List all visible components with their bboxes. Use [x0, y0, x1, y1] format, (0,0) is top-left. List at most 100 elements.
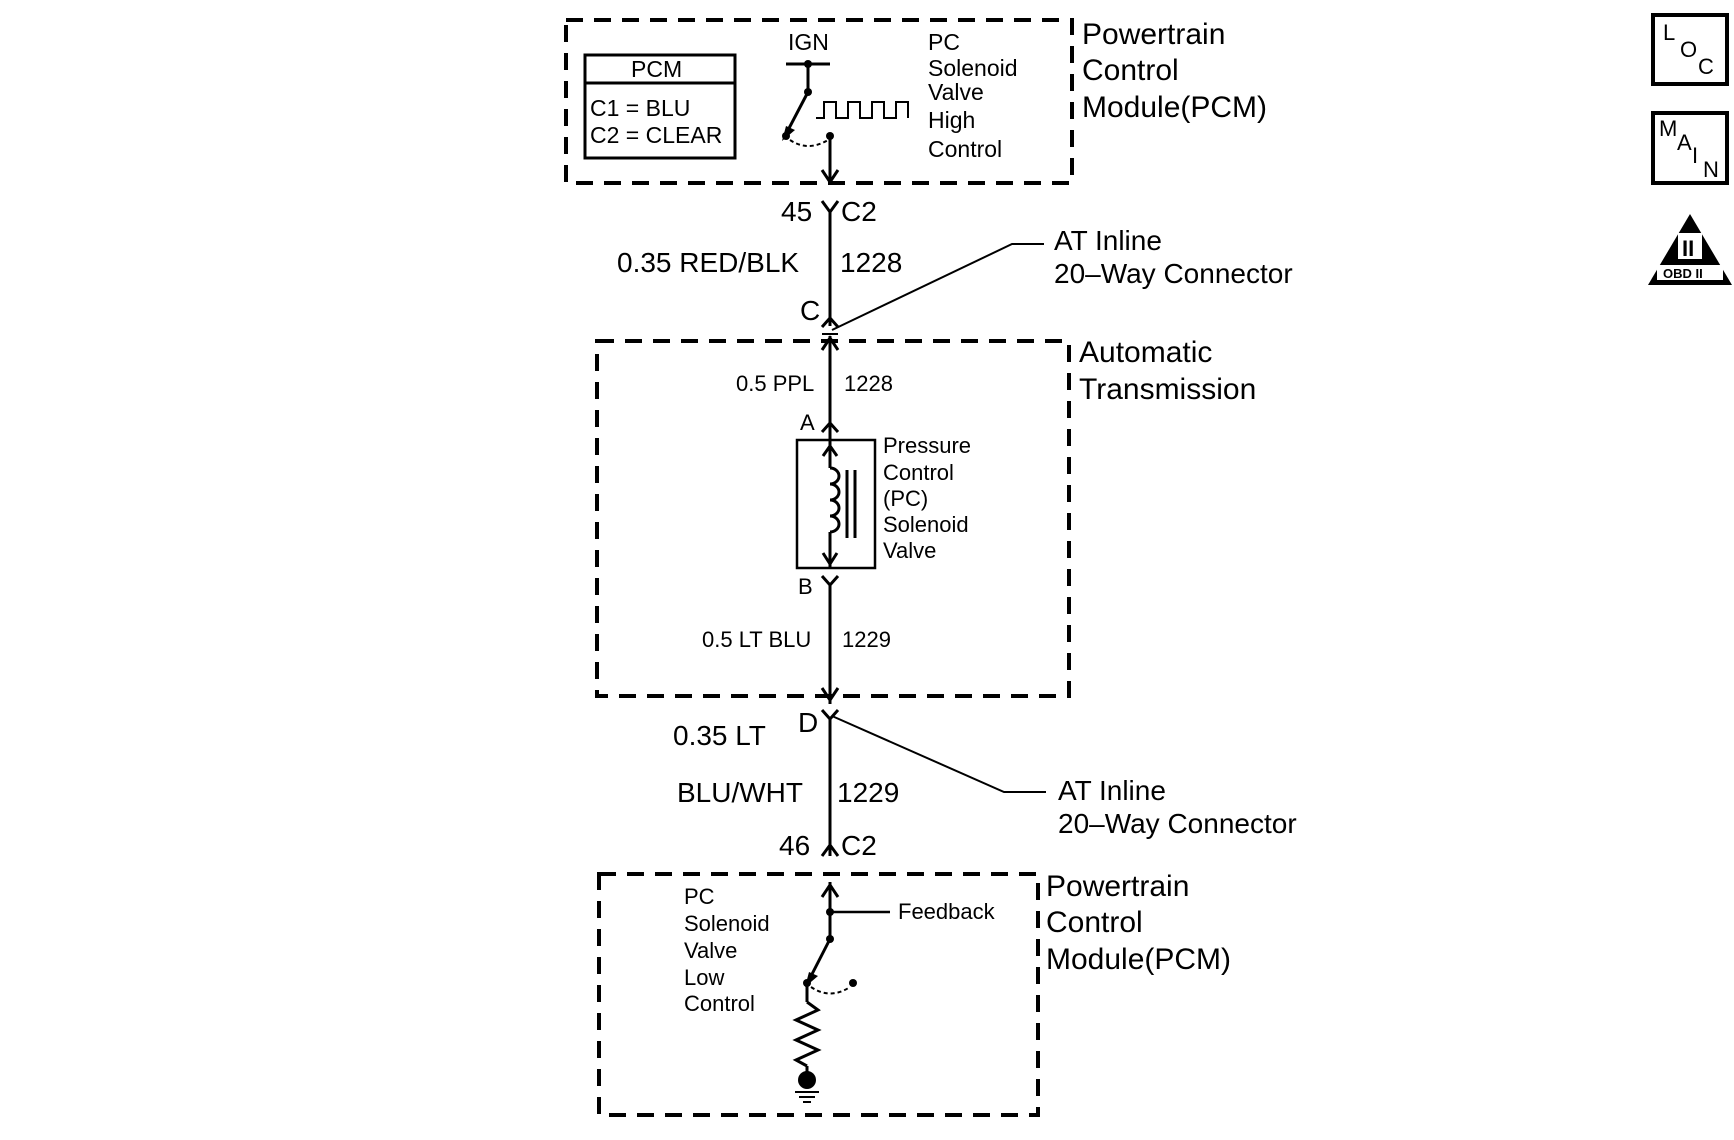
main-letter-n: N: [1703, 157, 1719, 182]
main-icon[interactable]: M A I N: [1651, 111, 1729, 185]
terminal-a: A: [800, 410, 815, 435]
wire-1229-low: D 0.35 LT BLU/WHT 1229 46 C2: [673, 707, 899, 861]
terminal-a-icon: [820, 420, 840, 433]
inline-connector-c-icon: [820, 315, 840, 328]
low-switch-open-contact: [849, 979, 857, 987]
solenoid-up-arrow-icon: [821, 443, 839, 457]
legend-c2: C2 = CLEAR: [590, 122, 722, 148]
solenoid-label-line1: Pressure: [883, 433, 971, 458]
ground-icon: [795, 1091, 819, 1103]
pin-46: 46: [779, 830, 810, 861]
obd-ii-icon[interactable]: II OBD II: [1648, 214, 1732, 285]
inline-top-line1: AT Inline: [1054, 225, 1162, 256]
obd-caption-box: [1657, 265, 1723, 280]
main-letter-m: M: [1659, 116, 1677, 141]
low-switch-blade: [807, 938, 832, 981]
solenoid-label-line5: Valve: [883, 538, 936, 563]
switch-contact-open: [782, 132, 790, 140]
loc-letter-l: L: [1663, 20, 1675, 45]
legend-c1: C1 = BLU: [590, 95, 690, 121]
driver-low-line4: Low: [684, 965, 724, 990]
pcm-bottom-title-line3: Module(PCM): [1046, 943, 1231, 976]
inline-bottom-line2: 20–Way Connector: [1058, 808, 1297, 839]
driver-high-line3: Valve: [928, 79, 984, 105]
pcm-top-title-line2: Control: [1082, 54, 1179, 87]
automatic-transmission-module: Automatic Transmission 0.5 PPL 1228 A Pr…: [595, 335, 1256, 704]
driver-low-line3: Valve: [684, 938, 737, 963]
pwm-square-wave-icon: [816, 101, 909, 119]
loc-letter-c: C: [1698, 54, 1714, 79]
terminal-b: B: [798, 574, 813, 599]
inline-terminal-d: D: [798, 707, 818, 738]
inline-bottom-line1: AT Inline: [1058, 775, 1166, 806]
pin-45: 45: [781, 196, 812, 227]
inline-connector-bottom-callout: AT Inline 20–Way Connector: [831, 715, 1297, 839]
connector-c2-pin45-icon: [820, 200, 840, 215]
output-arrow-icon: [820, 169, 840, 185]
pcm-bottom-module: Powertrain Control Module(PCM) Feedback: [597, 870, 1231, 1117]
pcm-bottom-title-line1: Powertrain: [1046, 870, 1189, 903]
main-letter-a: A: [1677, 130, 1692, 155]
wire-ltblu-gauge-color: 0.5 LT BLU: [702, 627, 811, 652]
wire-1228-circuit: 1228: [840, 247, 902, 278]
loc-icon[interactable]: L O C: [1651, 13, 1729, 86]
pcm-connector-legend: PCM C1 = BLU C2 = CLEAR: [583, 53, 737, 160]
connector-c2-pin46-icon: [820, 842, 840, 857]
driver-high-line5: Control: [928, 136, 1002, 162]
legend-box: [583, 53, 737, 160]
wire-1229-gauge-color-line2: BLU/WHT: [677, 777, 803, 808]
wire-ppl-gauge-color: 0.5 PPL: [736, 371, 814, 396]
pcm-top-title-line1: Powertrain: [1082, 18, 1225, 51]
driver-low-line1: PC: [684, 884, 715, 909]
pcm-top-title-line3: Module(PCM): [1082, 91, 1267, 124]
driver-high-line1: PC: [928, 29, 960, 55]
low-input-up-arrow-icon: [820, 882, 840, 898]
wire-ppl-circuit: 1228: [844, 371, 893, 396]
transmission-title-line1: Automatic: [1079, 336, 1212, 369]
loc-frame: [1651, 13, 1729, 86]
low-side-driver-switch: Feedback PC Solenoid Valve Low Control: [684, 882, 996, 1103]
driver-low-line2: Solenoid: [684, 911, 770, 936]
pcm-top-module: Powertrain Control Module(PCM) PCM C1 = …: [564, 18, 1267, 185]
inline-terminal-c: C: [800, 295, 820, 326]
driver-low-line5: Control: [684, 991, 755, 1016]
pcm-bottom-title-line2: Control: [1046, 906, 1143, 939]
ground-node: [798, 1071, 816, 1089]
transmission-boundary: [595, 339, 1071, 698]
inline-connector-top-callout: AT Inline 20–Way Connector: [831, 225, 1293, 331]
loc-letter-o: O: [1680, 37, 1697, 62]
callout-leader-top: [831, 243, 1044, 331]
wire-1228-gauge-color: 0.35 RED/BLK: [617, 247, 799, 278]
transmission-title-line2: Transmission: [1079, 373, 1256, 406]
obd-numeral-box: [1678, 233, 1702, 259]
high-side-driver-switch: IGN PC Solenoid Valve High Control: [782, 29, 1018, 185]
main-frame: [1651, 111, 1729, 185]
driver-high-line4: High: [928, 107, 975, 133]
callout-leader-bottom: [831, 715, 1046, 793]
connector-c2-bottom: C2: [841, 830, 877, 861]
obd-numeral: II: [1682, 236, 1694, 261]
solenoid-label-line3: (PC): [883, 486, 928, 511]
wire-ltblu-circuit: 1229: [842, 627, 891, 652]
obd-caption: OBD II: [1663, 266, 1703, 281]
solenoid-coil-icon: [829, 466, 841, 534]
connector-c2-top: C2: [841, 196, 877, 227]
pc-solenoid-valve: Pressure Control (PC) Solenoid Valve: [795, 432, 971, 570]
pcm-bottom-boundary: [597, 872, 1040, 1117]
main-letter-i: I: [1692, 143, 1698, 168]
switch-blade: [784, 91, 810, 135]
driver-high-line2: Solenoid: [928, 55, 1018, 81]
feedback-label: Feedback: [898, 899, 996, 924]
wire-1229-circuit: 1229: [837, 777, 899, 808]
pcm-top-boundary: [564, 18, 1074, 185]
solenoid-body: [795, 438, 877, 570]
resistor-icon: [792, 1000, 822, 1068]
terminal-b-icon: [820, 575, 840, 588]
solenoid-label-line2: Control: [883, 460, 954, 485]
wire-ltblu-down-arrow-icon: [820, 687, 840, 703]
low-switch-travel-arc: [810, 986, 851, 995]
legend-title: PCM: [631, 56, 682, 82]
ign-label: IGN: [788, 29, 829, 55]
switch-travel-arc: [789, 139, 829, 147]
